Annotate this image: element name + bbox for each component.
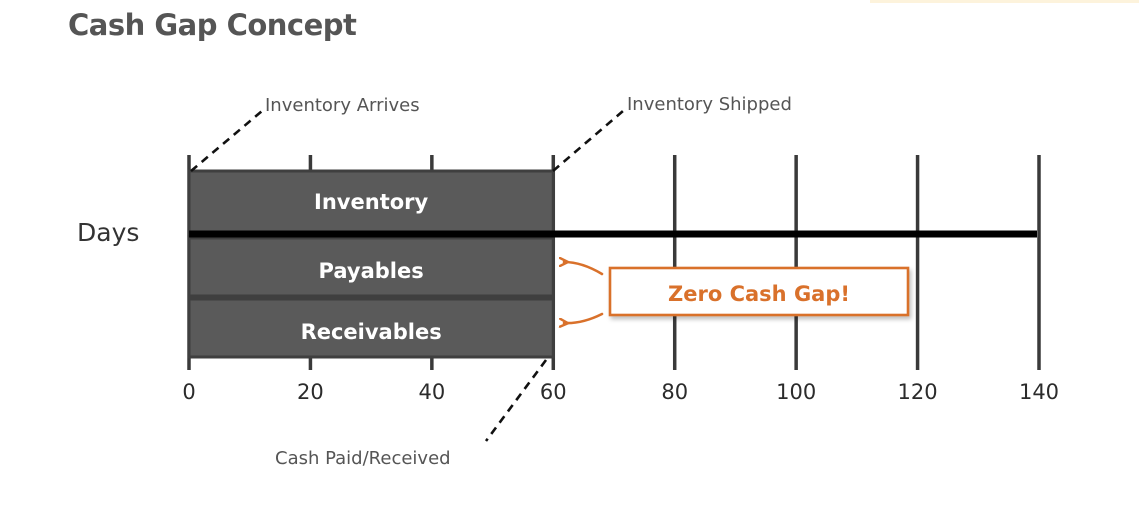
tick-label-140: 140 <box>1019 380 1059 404</box>
inventory-shipped-leader <box>552 110 624 172</box>
cash-paid-received-label: Cash Paid/Received <box>275 448 451 469</box>
callout-box <box>608 266 910 317</box>
cash-paid-received-leader <box>484 359 548 442</box>
inventory-arrives-label: Inventory Arrives <box>265 95 420 116</box>
tick-label-40: 40 <box>418 380 445 404</box>
zero-cash-gap-callout: Zero Cash Gap! <box>564 262 910 323</box>
receivables-bar <box>187 297 555 359</box>
top-accent-bar <box>870 0 1139 3</box>
receivables-bar-label: Receivables <box>301 320 442 344</box>
tick-label-20: 20 <box>297 380 324 404</box>
inventory-shipped-label: Inventory Shipped <box>627 94 792 115</box>
callout-arrow-up <box>564 262 604 276</box>
tick-label-0: 0 <box>182 380 195 404</box>
payables-bar-label: Payables <box>319 259 424 283</box>
tick-label-60: 60 <box>540 380 567 404</box>
axis-title-days: Days <box>77 218 139 247</box>
tick-label-80: 80 <box>661 380 688 404</box>
tick-label-100: 100 <box>776 380 816 404</box>
callout-label: Zero Cash Gap! <box>668 282 850 306</box>
slide-title: Cash Gap Concept <box>68 8 357 42</box>
callout-arrow-down <box>564 312 604 323</box>
inventory-bar <box>187 169 555 236</box>
inventory-arrives-leader <box>190 110 263 172</box>
tick-label-120: 120 <box>898 380 938 404</box>
payables-bar <box>187 236 555 298</box>
inventory-bar-label: Inventory <box>314 190 428 214</box>
